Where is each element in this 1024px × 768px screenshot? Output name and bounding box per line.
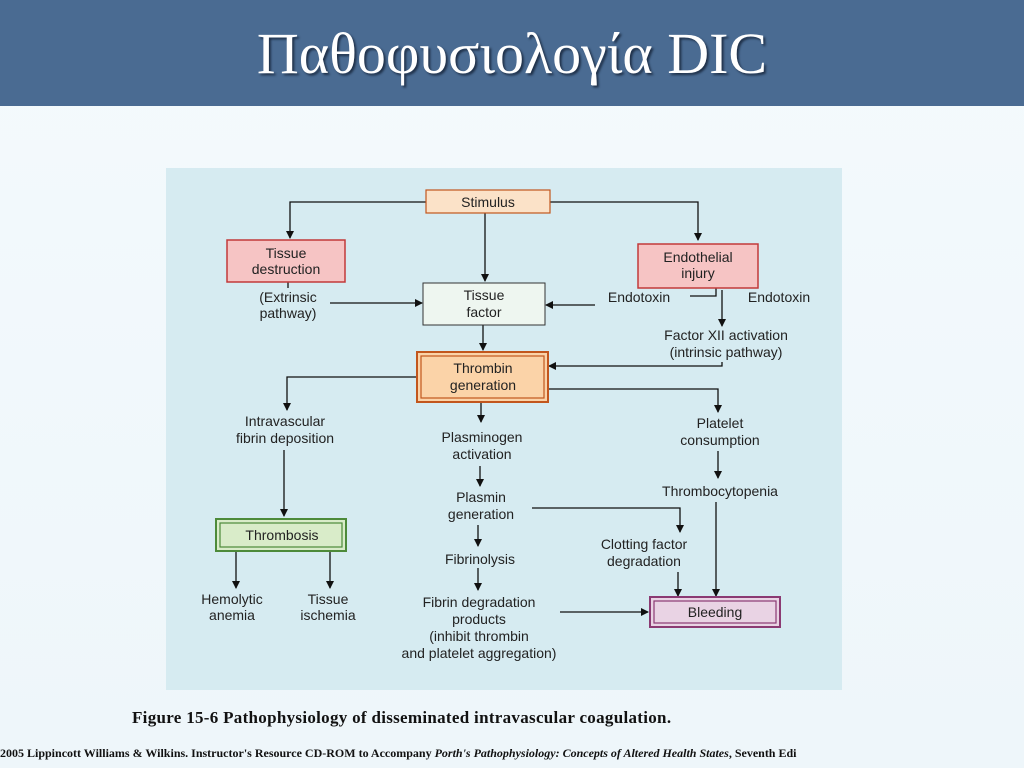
tissue-factor-label: Tissue	[464, 287, 505, 303]
endotoxin-right-label: Endotoxin	[748, 289, 810, 305]
fdp-label-3: (inhibit thrombin	[429, 628, 529, 644]
extrinsic-label-2: pathway)	[260, 305, 317, 321]
copyright-prefix: 2005 Lippincott Williams & Wilkins. Inst…	[0, 746, 435, 760]
fdp-label-4: and platelet aggregation)	[402, 645, 557, 661]
arrow-endothelial-injury-to-tissue-factor	[690, 288, 717, 297]
bleeding-label: Bleeding	[688, 604, 743, 620]
hemolytic-anemia-label: Hemolytic	[201, 591, 262, 607]
factor-xii-label-2: (intrinsic pathway)	[670, 344, 783, 360]
title-bar: Παθοφυσιολογία DIC	[0, 0, 1024, 106]
fdp-label: Fibrin degradation	[423, 594, 536, 610]
copyright-book-title: Porth's Pathophysiology: Concepts of Alt…	[434, 746, 729, 760]
labels: Stimulus Tissue destruction Endothelial …	[201, 194, 810, 661]
arrow-stimulus-to-tissue-destruction	[286, 201, 426, 239]
fibrinolysis-label: Fibrinolysis	[445, 551, 515, 567]
arrow-thrombin-to-platelet	[549, 388, 722, 413]
endotoxin-left-label: Endotoxin	[608, 289, 670, 305]
connectors	[232, 201, 726, 616]
endothelial-injury-label: Endothelial	[663, 249, 732, 265]
platelet-label: Platelet	[697, 415, 744, 431]
copyright-line: 2005 Lippincott Williams & Wilkins. Inst…	[0, 746, 1024, 761]
thrombin-label-2: generation	[450, 377, 516, 393]
arrow-stimulus-to-endothelial-injury	[550, 201, 702, 241]
thrombocytopenia-label: Thrombocytopenia	[662, 483, 778, 499]
thrombin-box-inner	[420, 355, 545, 399]
thrombosis-box-outer	[215, 518, 347, 552]
thrombin-label: Thrombin	[453, 360, 512, 376]
clotting-degradation-label: Clotting factor	[601, 536, 688, 552]
thrombosis-box-inner	[219, 522, 343, 548]
fdp-label-2: products	[452, 611, 506, 627]
boxes	[215, 189, 781, 628]
endothelial-injury-label-2: injury	[681, 265, 714, 281]
tissue-factor-label-2: factor	[466, 304, 501, 320]
arrow-factor-xii-to-thrombin	[548, 362, 723, 370]
fibrin-deposition-label: Intravascular	[245, 413, 325, 429]
platelet-label-2: consumption	[680, 432, 759, 448]
fibrin-deposition-label-2: fibrin deposition	[236, 430, 334, 446]
copyright-suffix: , Seventh Edi	[728, 746, 797, 760]
tissue-ischemia-label-2: ischemia	[300, 607, 355, 623]
plasminogen-label: Plasminogen	[442, 429, 523, 445]
clotting-degradation-label-2: degradation	[607, 553, 681, 569]
thrombosis-label: Thrombosis	[245, 527, 318, 543]
thrombin-box-outer	[416, 351, 549, 403]
tissue-destruction-box	[226, 239, 346, 283]
bleeding-box-inner	[653, 600, 777, 624]
plasmin-label: Plasmin	[456, 489, 506, 505]
stimulus-label: Stimulus	[461, 194, 515, 210]
plasminogen-label-2: activation	[452, 446, 511, 462]
plasmin-label-2: generation	[448, 506, 514, 522]
figure-caption: Figure 15-6 Pathophysiology of dissemina…	[132, 708, 672, 727]
tissue-destruction-label-2: destruction	[252, 261, 320, 277]
arrow-thrombin-to-fibrin-deposition	[283, 376, 417, 411]
tissue-factor-box	[422, 282, 546, 326]
extrinsic-label: (Extrinsic	[259, 289, 317, 305]
factor-xii-label: Factor XII activation	[664, 327, 788, 343]
tissue-destruction-label: Tissue	[266, 245, 307, 261]
arrow-plasmin-to-clotting-degradation	[532, 507, 684, 533]
bleeding-box-outer	[649, 596, 781, 628]
stimulus-box	[425, 189, 551, 214]
endothelial-injury-box	[637, 243, 759, 289]
slide-title: Παθοφυσιολογία DIC	[256, 21, 768, 86]
hemolytic-anemia-label-2: anemia	[209, 607, 255, 623]
tissue-ischemia-label: Tissue	[308, 591, 349, 607]
